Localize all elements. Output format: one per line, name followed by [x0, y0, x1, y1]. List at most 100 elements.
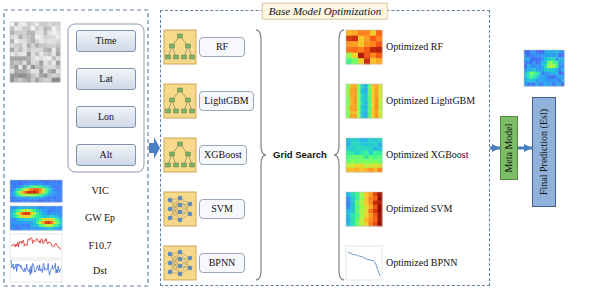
- heatmap-cell: [39, 188, 42, 191]
- heatmap-cell: [53, 188, 56, 191]
- heatmap-cell: [35, 35, 40, 40]
- heatmap-cell: [364, 30, 370, 36]
- heatmap-cell: [375, 94, 379, 98]
- heatmap-cell: [357, 111, 361, 115]
- heatmap-cell: [533, 72, 536, 76]
- heatmap-cell: [31, 39, 36, 44]
- heatmap-cell: [45, 218, 48, 221]
- heatmap-cell: [10, 186, 13, 189]
- heatmap-cell: [18, 48, 23, 53]
- heatmap-cell: [530, 54, 533, 58]
- tree-leaf: [186, 98, 191, 102]
- heatmap-cell: [14, 69, 19, 74]
- heatmap-cell: [35, 73, 40, 78]
- heatmap-cell: [56, 56, 61, 61]
- heatmap-cell: [527, 79, 530, 83]
- heatmap-cell: [346, 201, 351, 206]
- heatmap-cell: [16, 209, 19, 212]
- heatmap-cell: [13, 221, 16, 224]
- heatmap-cell: [30, 183, 33, 186]
- heatmap-cell: [358, 58, 364, 64]
- heatmap-cell: [50, 197, 53, 200]
- heatmap-cell: [10, 61, 15, 66]
- network-unit: [168, 198, 172, 202]
- heatmap-cell: [56, 212, 59, 215]
- heatmap-cell: [373, 147, 378, 152]
- heatmap-cell: [24, 221, 27, 224]
- heatmap-cell: [13, 206, 16, 209]
- final-map: [524, 50, 564, 86]
- heatmap-cell: [371, 87, 375, 91]
- heatmap-cell: [56, 69, 61, 74]
- heatmap-cell: [33, 212, 36, 215]
- heatmap-cell: [45, 183, 48, 186]
- node-label: RF: [216, 41, 228, 53]
- heatmap-cell: [550, 61, 553, 65]
- heatmap-cell: [16, 197, 19, 200]
- heatmap-cell: [378, 147, 383, 152]
- heatmap-cell: [48, 215, 51, 218]
- heatmap-cell: [533, 50, 536, 54]
- heatmap-cell: [53, 212, 56, 215]
- plot-ground: [346, 246, 382, 280]
- heatmap-cell: [56, 191, 59, 194]
- heatmap-cell: [27, 69, 32, 74]
- heatmap-cell: [360, 104, 364, 108]
- heatmap-cell: [351, 138, 356, 143]
- heatmap-cell: [48, 69, 53, 74]
- heatmap-cell: [33, 191, 36, 194]
- gw-map: [10, 206, 62, 230]
- picture-group: [10, 22, 564, 282]
- heatmap-cell: [368, 84, 372, 88]
- heatmap-cell: [364, 192, 369, 197]
- heatmap-cell: [10, 212, 13, 215]
- heatmap-cell: [369, 138, 374, 143]
- plot-ground: [10, 234, 62, 258]
- heatmap-cell: [10, 69, 15, 74]
- heatmap-cell: [353, 111, 357, 115]
- heatmap-cell: [35, 69, 40, 74]
- tree-leaf: [166, 163, 171, 167]
- heatmap-cell: [373, 218, 378, 223]
- heatmap-cell: [355, 164, 360, 169]
- heatmap-cell: [43, 48, 48, 53]
- picture-frame: [10, 206, 62, 230]
- model-box: XGBoost: [199, 145, 247, 165]
- heatmap-cell: [27, 52, 32, 57]
- heatmap-cell: [27, 224, 30, 227]
- heatmap-cell: [48, 65, 53, 70]
- heatmap-cell: [50, 183, 53, 186]
- heatmap-cell: [346, 209, 351, 214]
- heatmap-cell: [373, 159, 378, 164]
- heatmap-cell: [50, 209, 53, 212]
- heatmap-cell: [530, 50, 533, 54]
- heatmap-cell: [364, 104, 368, 108]
- heatmap-cell: [355, 138, 360, 143]
- heatmap-cell: [555, 79, 558, 83]
- heatmap-cell: [541, 64, 544, 68]
- heatmap-cell: [355, 142, 360, 147]
- heatmap-cell: [43, 26, 48, 31]
- heatmap-cell: [39, 206, 42, 209]
- heatmap-cell: [43, 69, 48, 74]
- network-unit: [178, 257, 182, 261]
- heatmap-cell: [530, 79, 533, 83]
- heatmap-cell: [27, 35, 32, 40]
- heatmap-cell: [364, 159, 369, 164]
- heatmap-cell: [52, 22, 57, 27]
- heatmap-cell: [376, 36, 382, 42]
- heatmap-cell: [370, 58, 376, 64]
- heatmap-cell: [33, 197, 36, 200]
- heatmap-cell: [23, 22, 28, 27]
- heatmap-cell: [31, 78, 36, 83]
- heatmap-cell: [524, 57, 527, 61]
- heatmap-cell: [350, 101, 354, 105]
- heatmap-cell: [358, 30, 364, 36]
- heatmap-cell: [22, 215, 25, 218]
- heatmap-cell: [27, 183, 30, 186]
- heatmap-cell: [48, 183, 51, 186]
- heatmap-cell: [547, 72, 550, 76]
- heatmap-cell: [22, 197, 25, 200]
- heatmap-cell: [56, 183, 59, 186]
- heatmap-cell: [27, 43, 32, 48]
